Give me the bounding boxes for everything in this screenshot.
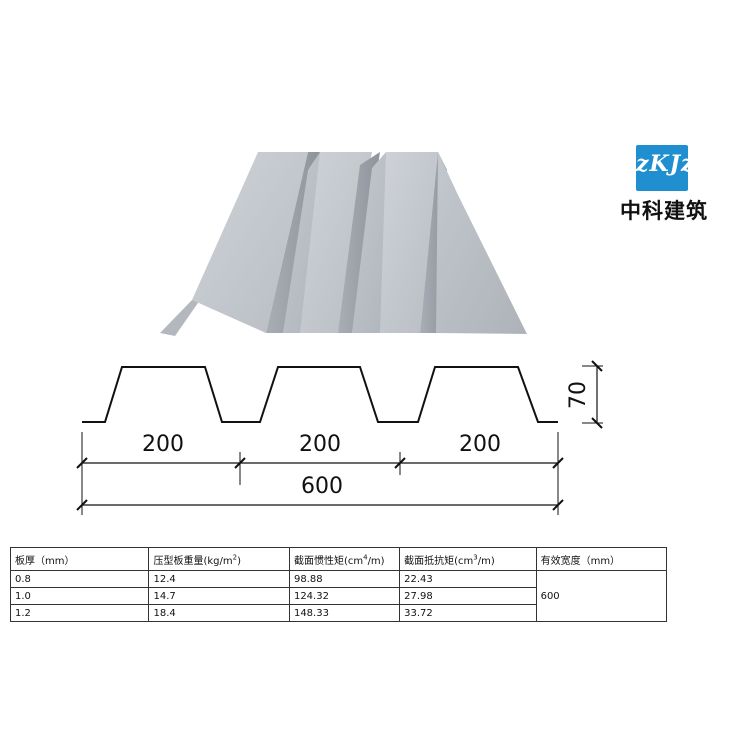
logo-mark: zKJz <box>636 145 695 191</box>
sheet-rib-top-1 <box>192 152 308 333</box>
company-logo: zKJz 中科建筑 <box>620 145 730 235</box>
tick-total-1 <box>552 499 564 511</box>
header-weight: 压型板重量(kg/m2) <box>148 547 290 571</box>
cell-thickness: 1.2 <box>9 604 150 622</box>
header-inertia: 截面惯性矩(cm4/m) <box>288 547 401 571</box>
segment-dim-label-1: 200 <box>142 432 184 457</box>
sheet-rib-top-3 <box>380 152 438 333</box>
profile-outline <box>82 366 558 423</box>
cell-thickness: 0.8 <box>9 570 150 588</box>
cell-modulus: 22.43 <box>399 570 537 588</box>
tick-seg-1 <box>234 457 246 469</box>
header-modulus: 截面抵抗矩(cm3/m) <box>399 547 537 571</box>
header-effective-width: 有效宽度（mm） <box>535 547 668 571</box>
table-header-row: 板厚（mm） 压型板重量(kg/m2) 截面惯性矩(cm4/m) 截面抵抗矩(c… <box>9 547 668 571</box>
total-dim-label: 600 <box>301 474 343 499</box>
segment-dim-label-2: 200 <box>299 432 341 457</box>
header-thickness: 板厚（mm） <box>9 547 150 571</box>
cell-inertia: 148.33 <box>288 604 401 622</box>
cell-weight: 14.7 <box>148 587 290 605</box>
cell-weight: 18.4 <box>148 604 290 622</box>
cross-section-drawing: 70 200 200 200 600 <box>76 360 603 515</box>
logo-company-name: 中科建筑 <box>620 198 708 223</box>
spec-table: 板厚（mm） 压型板重量(kg/m2) 截面惯性矩(cm4/m) 截面抵抗矩(c… <box>9 547 668 622</box>
cell-thickness: 1.0 <box>9 587 150 605</box>
height-tick-top <box>591 360 603 372</box>
decking-sheet-rendering <box>160 152 527 336</box>
height-tick-bottom <box>591 417 603 429</box>
tick-seg-0 <box>76 457 88 469</box>
tick-total-0 <box>76 499 88 511</box>
table-row: 0.8 12.4 98.88 22.43 600 <box>9 570 668 622</box>
cell-modulus: 33.72 <box>399 604 537 622</box>
tick-seg-2 <box>394 457 406 469</box>
tick-seg-3 <box>552 457 564 469</box>
table-row: 1.2 18.4 148.33 33.72 <box>9 604 667 622</box>
sheet-left-lip <box>160 300 200 336</box>
cell-modulus: 27.98 <box>399 587 537 605</box>
sheet-right-flank <box>436 152 527 334</box>
cell-effective-width: 600 <box>535 570 668 622</box>
sheet-rib-top-2 <box>300 152 372 333</box>
cell-weight: 12.4 <box>148 570 290 588</box>
cell-inertia: 98.88 <box>288 570 401 588</box>
logo-mark-text: zKJz <box>636 151 695 177</box>
segment-dim-label-3: 200 <box>459 432 501 457</box>
height-dim-label: 70 <box>566 381 591 409</box>
cell-inertia: 124.32 <box>288 587 401 605</box>
